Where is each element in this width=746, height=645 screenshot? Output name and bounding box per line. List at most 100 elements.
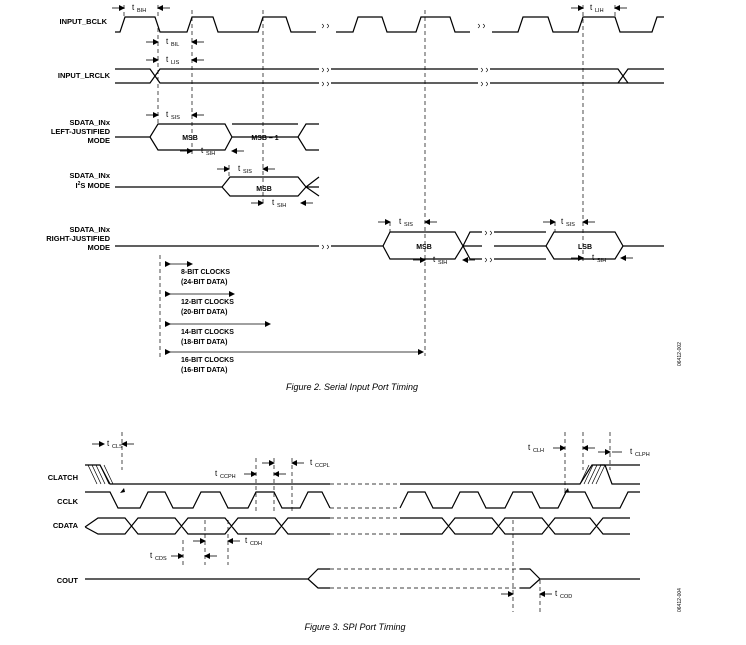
clatch-hatch — [87, 464, 640, 485]
figure2-code: 06412-002 — [677, 342, 683, 366]
signal-label-rj-line1: SDATA_INx — [69, 225, 110, 234]
svg-text:COD: COD — [560, 594, 572, 600]
svg-text:t: t — [107, 439, 110, 448]
signal-label-lj-line3: MODE — [88, 136, 111, 145]
svg-text:(18-BIT DATA): (18-BIT DATA) — [181, 339, 227, 346]
waveform-cdata — [84, 517, 630, 535]
figure-serial-input-port-timing: INPUT_BCLK INPUT_LRCLK SDATA_INx LEFT-JU… — [46, 3, 683, 392]
data-label-lsb: LSB — [578, 244, 592, 251]
data-label-msb-rj: MSB — [416, 244, 432, 251]
svg-text:t: t — [561, 217, 564, 226]
svg-text:t: t — [310, 458, 313, 467]
signal-label-lj-line1: SDATA_INx — [69, 118, 110, 127]
svg-text:CCPL: CCPL — [315, 463, 330, 469]
svg-text:t: t — [399, 217, 402, 226]
clock-span-14bit: 14-BIT CLOCKS (18-BIT DATA) — [165, 321, 271, 346]
svg-text:(24-BIT DATA): (24-BIT DATA) — [181, 279, 227, 286]
signal-label-lj-line2: LEFT-JUSTIFIED — [51, 127, 111, 136]
figure3-code: 06412-004 — [677, 588, 683, 612]
signal-label-rj-line2: RIGHT-JUSTIFIED — [46, 234, 110, 243]
figure3-caption: Figure 3. SPI Port Timing — [305, 622, 406, 632]
svg-text:CDH: CDH — [250, 541, 262, 547]
svg-text:CCPH: CCPH — [220, 474, 236, 480]
svg-text:t: t — [215, 469, 218, 478]
data-label-msb-i2s: MSB — [256, 186, 272, 193]
svg-text:t: t — [528, 443, 531, 452]
svg-text:16-BIT CLOCKS: 16-BIT CLOCKS — [181, 357, 234, 364]
reference-lines-fig2 — [123, 5, 616, 360]
svg-text:t: t — [150, 551, 153, 560]
break-mark-rj — [319, 229, 494, 263]
svg-text:8-BIT CLOCKS: 8-BIT CLOCKS — [181, 269, 230, 276]
waveform-cout — [85, 568, 640, 589]
break-mark-bclk — [321, 23, 485, 29]
svg-text:CLH: CLH — [533, 448, 544, 454]
svg-text:(20-BIT DATA): (20-BIT DATA) — [181, 309, 227, 316]
clock-span-16bit: 16-BIT CLOCKS (16-BIT DATA) — [165, 349, 424, 374]
data-label-msb-minus-1: MSB – 1 — [251, 135, 278, 142]
svg-text:BIH: BIH — [137, 8, 146, 14]
svg-text:(16-BIT DATA): (16-BIT DATA) — [181, 367, 227, 374]
waveform-sdata-i2s — [115, 176, 320, 197]
svg-text:t: t — [245, 536, 248, 545]
figure2-caption: Figure 2. Serial Input Port Timing — [286, 382, 418, 392]
svg-text:SIS: SIS — [171, 115, 180, 121]
figure-spi-port-timing: CLATCH CCLK CDATA COUT — [48, 432, 683, 632]
signal-label-input-bclk: INPUT_BCLK — [59, 17, 107, 26]
signal-label-cdata: CDATA — [53, 521, 79, 530]
svg-text:LIH: LIH — [595, 8, 604, 14]
svg-text:SIS: SIS — [243, 169, 252, 175]
svg-text:t: t — [166, 55, 169, 64]
break-mark-lrclk — [319, 66, 490, 87]
signal-label-cclk: CCLK — [57, 497, 78, 506]
svg-text:t: t — [166, 110, 169, 119]
signal-label-rj-line3: MODE — [88, 243, 111, 252]
svg-text:CDS: CDS — [155, 556, 167, 562]
svg-text:t: t — [201, 146, 204, 155]
svg-text:SIH: SIH — [277, 203, 286, 209]
svg-text:SIS: SIS — [404, 222, 413, 228]
cclk-edge-arrows — [120, 488, 569, 493]
signal-label-clatch: CLATCH — [48, 473, 78, 482]
waveform-cclk — [85, 491, 640, 509]
svg-text:t: t — [433, 255, 436, 264]
svg-text:t: t — [272, 198, 275, 207]
svg-text:SIH: SIH — [597, 258, 606, 264]
svg-text:12-BIT CLOCKS: 12-BIT CLOCKS — [181, 299, 234, 306]
svg-text:SIH: SIH — [206, 151, 215, 157]
svg-text:t: t — [630, 447, 633, 456]
svg-text:LIS: LIS — [171, 60, 180, 66]
clock-span-12bit: 12-BIT CLOCKS (20-BIT DATA) — [165, 291, 235, 316]
clock-span-8bit: 8-BIT CLOCKS (24-BIT DATA) — [165, 261, 230, 286]
svg-text:t: t — [132, 3, 135, 12]
svg-text:CLS: CLS — [112, 444, 123, 450]
waveform-sdata-right-justified — [115, 231, 664, 260]
svg-text:CLPH: CLPH — [635, 452, 650, 458]
waveform-clatch — [85, 464, 640, 485]
svg-text:14-BIT CLOCKS: 14-BIT CLOCKS — [181, 329, 234, 336]
waveform-input-lrclk — [115, 68, 664, 84]
svg-text:SIS: SIS — [566, 222, 575, 228]
svg-text:t: t — [590, 3, 593, 12]
waveform-sdata-left-justified — [115, 123, 319, 151]
data-label-msb-lj: MSB — [182, 135, 198, 142]
svg-text:t: t — [166, 37, 169, 46]
